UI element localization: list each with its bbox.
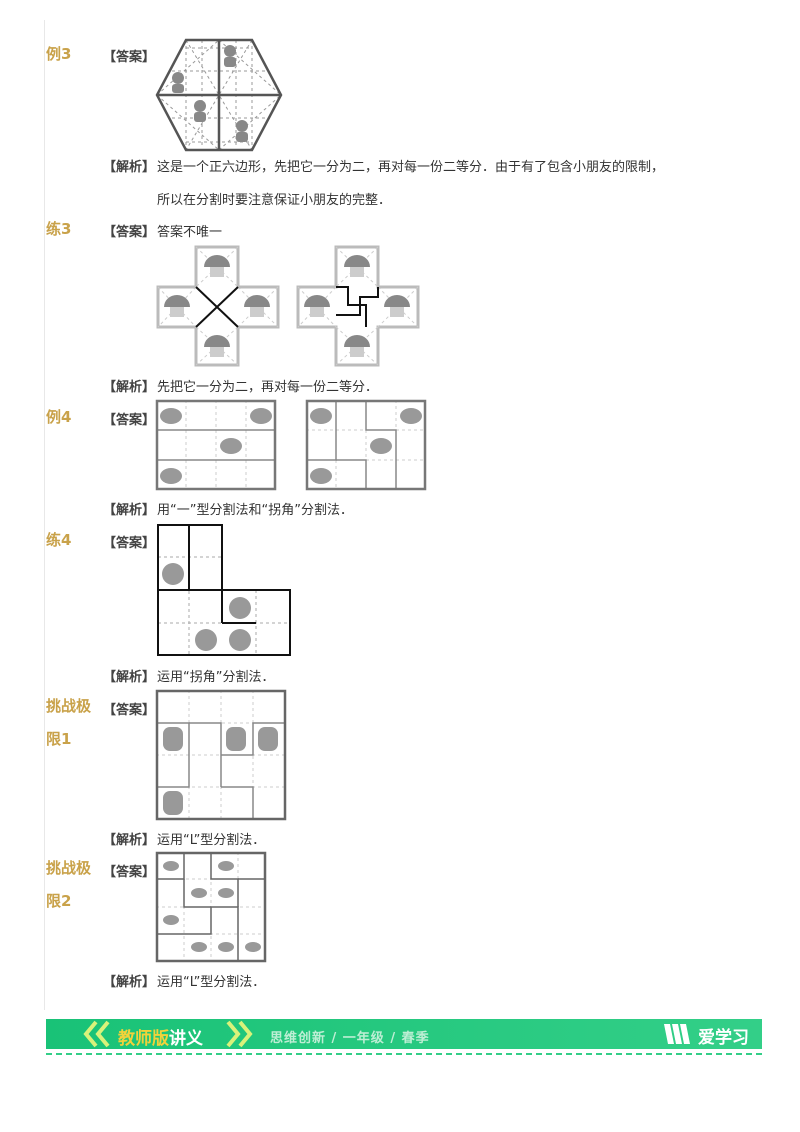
footer-banner: [46, 1019, 762, 1049]
footer-dotted-line: [46, 1053, 762, 1055]
analysis-tag: 【解析】: [103, 975, 156, 990]
challenge-2-label-line2: 限2: [46, 892, 72, 910]
answer-tag: 【答案】: [103, 703, 156, 718]
challenge-1-label-line2: 限1: [46, 730, 72, 748]
mushroom-icon: [164, 255, 270, 357]
analysis-tag: 【解析】: [103, 833, 156, 848]
brand-logo-icon: [664, 1024, 690, 1044]
analysis-tag: 【解析】: [103, 670, 156, 685]
answer-tag: 【答案】: [103, 536, 156, 551]
analysis-line: 运用“拐角”分割法．: [157, 670, 275, 685]
answer-tag: 【答案】: [103, 50, 156, 65]
frog-grid-2: [305, 399, 427, 491]
double-chevron-left-icon: [83, 1020, 110, 1048]
cat-grid: [155, 689, 287, 821]
answer-tag: 【答案】: [103, 225, 156, 240]
analysis-tag: 【解析】: [103, 503, 156, 518]
frog-icon: [160, 408, 272, 484]
tiger-l-shape: [157, 524, 291, 656]
frog-grid-1: [155, 399, 277, 491]
fish-icon: [163, 861, 261, 952]
child-icon: [172, 45, 248, 142]
analysis-line: 这是一个正六边形，先把它一分为二，再对每一份二等分．由于有了包含小朋友的限制，: [157, 160, 665, 175]
practice-4-label: 练4: [46, 531, 72, 549]
analysis-tag: 【解析】: [103, 380, 156, 395]
tiger-icon: [162, 563, 251, 651]
answer-tag: 【答案】: [103, 865, 156, 880]
example-4-label: 例4: [46, 408, 72, 426]
analysis-line: 运用“L”型分割法．: [157, 833, 266, 848]
answer-text: 答案不唯一: [157, 225, 223, 240]
cross-figure-x-cut: [156, 245, 280, 367]
cat-icon: [163, 727, 278, 815]
brand-logo-text: 爱学习: [698, 1028, 749, 1048]
analysis-tag: 【解析】: [103, 160, 156, 175]
analysis-line: 所以在分割时要注意保证小朋友的完整．: [157, 193, 392, 208]
double-chevron-right-icon: [226, 1020, 253, 1048]
footer-subtitle: 思维创新 / 一年级 / 春季: [270, 1031, 430, 1046]
analysis-line: 运用“L”型分割法．: [157, 975, 266, 990]
fish-grid: [155, 851, 267, 963]
analysis-line: 先把它一分为二，再对每一份二等分．: [157, 380, 379, 395]
footer-title: 教师版讲义: [118, 1029, 203, 1049]
left-margin-line: [44, 20, 45, 1010]
cross-figure-pinwheel-cut: [296, 245, 420, 367]
hexagon-figure: [155, 38, 283, 152]
practice-3-label: 练3: [46, 220, 72, 238]
answer-tag: 【答案】: [103, 413, 156, 428]
analysis-line: 用“一”型分割法和“拐角”分割法．: [157, 503, 353, 518]
challenge-2-label-line1: 挑战极: [46, 859, 92, 877]
example-3-label: 例3: [46, 45, 72, 63]
challenge-1-label-line1: 挑战极: [46, 697, 92, 715]
